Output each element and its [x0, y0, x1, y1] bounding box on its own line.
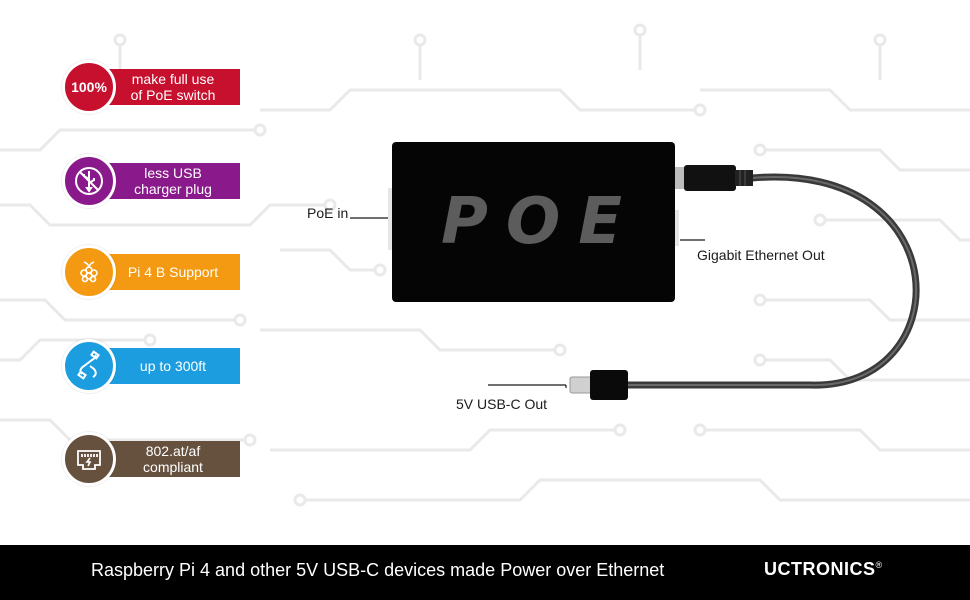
- ethernet-output-port: [674, 210, 679, 246]
- ethernet-port-icon: [62, 432, 116, 486]
- feature-band: Pi 4 B Support: [106, 254, 240, 290]
- raspberry-pi-icon: [62, 245, 116, 299]
- feature-line1: Pi 4 B Support: [127, 264, 219, 280]
- feature-range: up to 300ft: [62, 339, 242, 393]
- registered-mark: ®: [875, 560, 883, 570]
- feature-standard: 802.at/af compliant: [62, 432, 242, 486]
- badge-text: 100%: [71, 79, 107, 95]
- poe-input-port: [388, 188, 393, 250]
- feature-band: up to 300ft: [106, 348, 240, 384]
- brand-logo: UCTRONICS®: [764, 559, 883, 580]
- callout-usbc-out: 5V USB-C Out: [456, 396, 548, 412]
- feature-line1: up to 300ft: [139, 358, 207, 374]
- feature-line2: of PoE switch: [130, 87, 216, 103]
- no-usb-icon: [62, 154, 116, 208]
- callout-gigabit-out: Gigabit Ethernet Out: [697, 247, 825, 263]
- brand-name: UCTRONICS: [764, 559, 876, 579]
- footer-bar: Raspberry Pi 4 and other 5V USB-C device…: [0, 545, 970, 600]
- cable-diagram: [350, 165, 920, 400]
- feature-band: 802.at/af compliant: [106, 441, 240, 477]
- poe-splitter-device: POE: [392, 142, 675, 302]
- feature-line1: less USB: [144, 165, 202, 181]
- feature-line2: charger plug: [134, 181, 212, 197]
- feature-band: make full use of PoE switch: [106, 69, 240, 105]
- feature-line1: 802.at/af: [145, 443, 201, 459]
- footer-caption: Raspberry Pi 4 and other 5V USB-C device…: [91, 560, 665, 580]
- cable-icon: [62, 339, 116, 393]
- feature-line1: make full use: [131, 71, 215, 87]
- feature-usb: less USB charger plug: [62, 154, 242, 208]
- callout-poe-in: PoE in: [307, 205, 349, 221]
- percent-badge: 100%: [62, 60, 116, 114]
- circuit-background: [0, 23, 970, 507]
- feature-band: less USB charger plug: [106, 163, 240, 199]
- device-label: POE: [440, 185, 641, 259]
- feature-full-use: make full use of PoE switch 100%: [62, 60, 242, 114]
- feature-line2: compliant: [143, 459, 203, 475]
- feature-pi: Pi 4 B Support: [62, 245, 242, 299]
